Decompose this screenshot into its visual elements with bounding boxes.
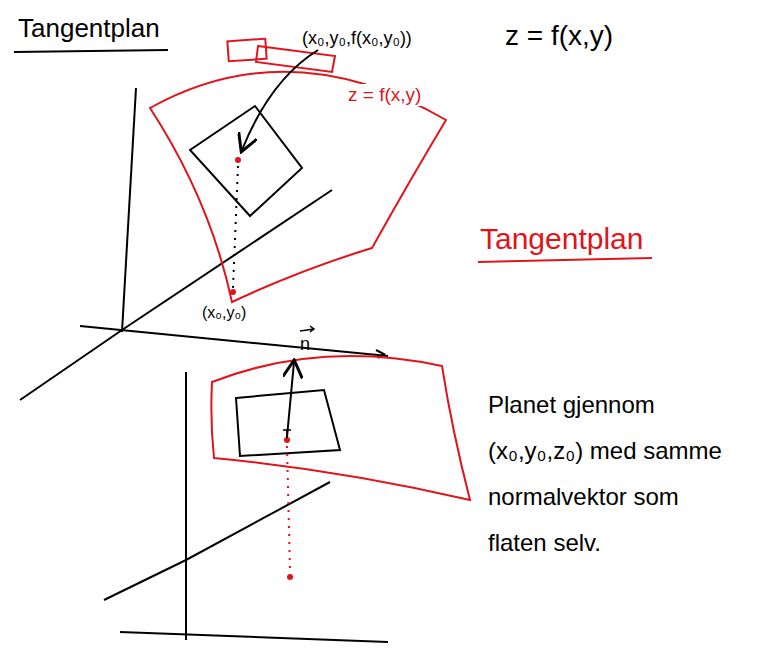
vector-arrow (300, 326, 314, 332)
underline (14, 50, 168, 52)
vector-label: n (300, 334, 310, 355)
heading: Tangentplan (480, 222, 643, 257)
tangent-plane (190, 106, 302, 216)
point (235, 157, 241, 163)
point-label: (x₀,y₀,f(x₀,y₀)) (300, 28, 414, 49)
title: Tangentplan (18, 14, 160, 44)
normal-vector (287, 362, 294, 437)
axes (20, 88, 388, 400)
projection (233, 166, 238, 288)
function-label: z = f(x,y) (505, 20, 613, 52)
function-label: z = f(x,y) (346, 84, 423, 106)
base-point (230, 289, 236, 295)
underline (478, 258, 652, 262)
axes (104, 372, 388, 642)
projection (287, 446, 290, 572)
surface (211, 356, 470, 500)
point-label: (x₀,y₀) (200, 304, 248, 322)
note: Planet gjennom (x₀,y₀,z₀) med samme norm… (488, 382, 728, 566)
surface (150, 72, 446, 302)
base-point (287, 574, 293, 580)
leader-arrow (242, 50, 318, 150)
